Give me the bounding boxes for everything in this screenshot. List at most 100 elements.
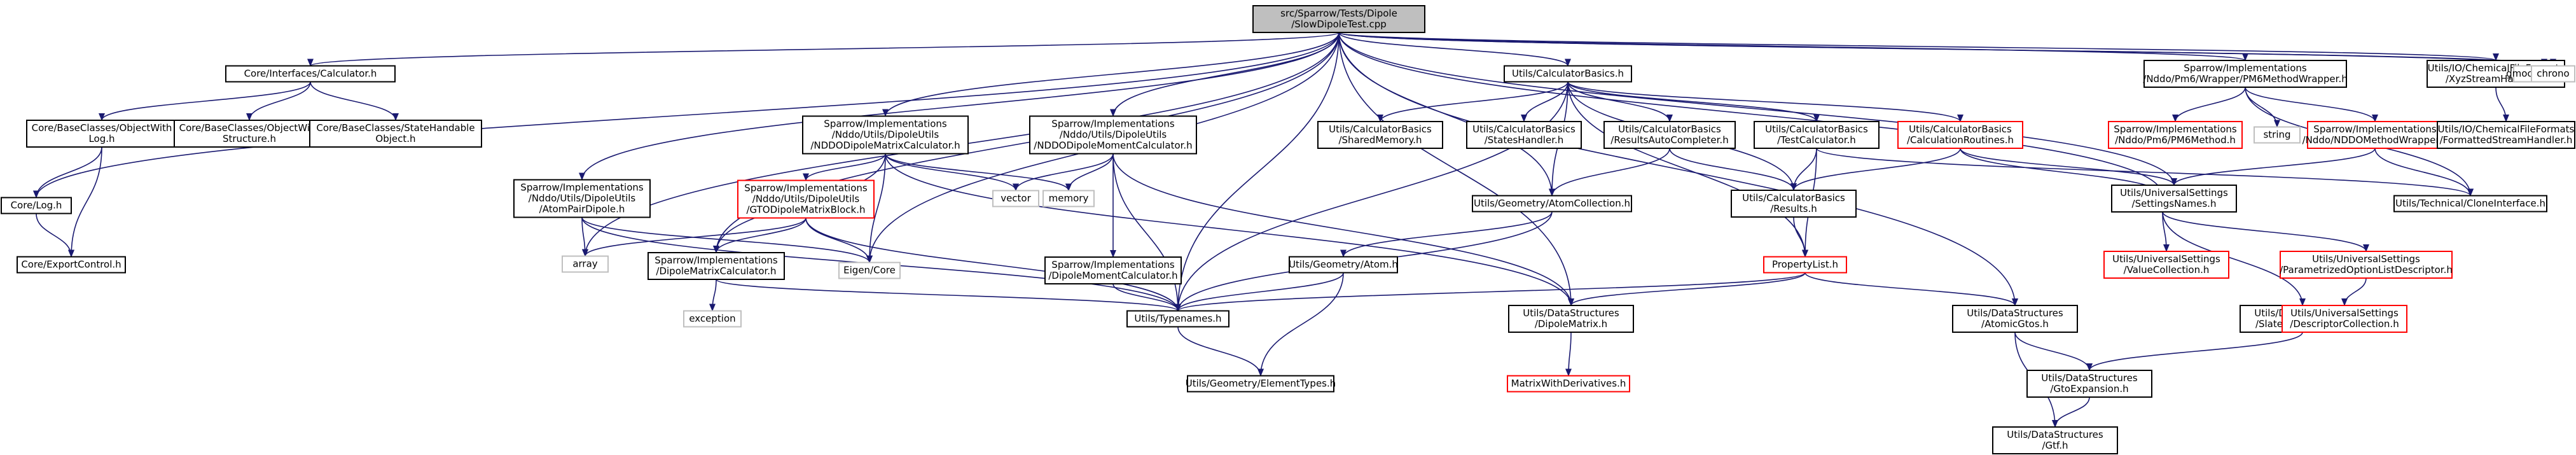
node-box [1507,375,1630,393]
node-exp[interactable]: Core/ExportControl.h [17,256,126,274]
node-label-line: /Nddo/Utils/DipoleUtils [832,129,939,141]
node-label-line: /ValueCollection.h [2124,264,2210,276]
node-typen[interactable]: Utils/Typenames.h [1126,310,1229,328]
node-cb[interactable]: Utils/CalculatorBasics.h [1504,65,1632,83]
node-label-line: memory [1049,193,1089,204]
node-tc[interactable]: Utils/CalculatorBasics/TestCalculator.h [1754,121,1880,149]
edge-cb-to-pl [1567,81,1808,258]
node-layer: src/Sparrow/Tests/Dipole/SlowDipoleTest.… [1,5,2576,454]
node-pm6m[interactable]: Sparrow/Implementations/Nddo/Pm6/PM6Meth… [2108,121,2243,149]
node-nddomc[interactable]: Sparrow/Implementations/Nddo/Utils/Dipol… [802,115,969,155]
node-label-line: MatrixWithDerivatives.h [1511,378,1626,389]
edge-calc-to-ows [246,81,311,121]
node-label-line: /AtomPairDipole.h [539,204,625,215]
edge-cb-to-cr [1567,81,1963,122]
node-calc[interactable]: Core/Interfaces/Calculator.h [225,65,396,83]
node-label-line: Core/BaseClasses/StateHandable [316,122,474,134]
node-box [2307,121,2443,149]
node-vc[interactable]: Utils/UniversalSettings/ValueCollection.… [2103,251,2229,279]
node-label-line: Sparrow/Implementations [824,118,947,130]
node-label-line: /Gtf.h [2042,440,2068,451]
node-label-line: /DescriptorCollection.h [2290,318,2399,330]
node-label-line: /Nddo/Pm6/Wrapper/PM6MethodWrapper.h [2143,73,2347,85]
node-gtf[interactable]: Utils/DataStructures/Gtf.h [1992,426,2118,454]
edge-nddomc-to-vector [885,153,1019,192]
node-label-line: Sparrow/Implementations [2313,123,2437,135]
node-box [1289,256,1398,274]
node-box [1466,121,1582,149]
edge-pm6w-to-nddow [2245,87,2378,122]
node-dmc[interactable]: Sparrow/Implementations/DipoleMatrixCalc… [647,252,785,280]
node-ge[interactable]: Utils/DataStructures/GtoExpansion.h [2026,370,2152,398]
node-box [1472,195,1632,213]
edge-dmc-to-typen [716,279,1181,312]
edge-root-to-ag [1338,32,2018,306]
node-gto[interactable]: Sparrow/Implementations/Nddo/Utils/Dipol… [737,179,875,219]
node-box [1603,121,1736,149]
node-pm6w[interactable]: Sparrow/Implementations/Nddo/Pm6/Wrapper… [2143,60,2348,88]
node-box [2393,195,2547,213]
node-atom[interactable]: Utils/Geometry/Atom.h [1289,256,1398,274]
node-label-line: /NDDODipoleMomentCalculator.h [1034,140,1192,151]
node-label-line: vector [1001,193,1031,204]
node-label-line: Utils/CalculatorBasics [1329,123,1432,135]
node-nddomom[interactable]: Sparrow/Implementations/Nddo/Utils/Dipol… [1029,115,1197,155]
node-ag[interactable]: Utils/DataStructures/AtomicGtos.h [1952,305,2078,333]
node-label-line: /SharedMemory.h [1338,134,1422,146]
edge-gto-to-dmc [713,218,807,253]
node-label-line: /ResultsAutoCompleter.h [1610,134,1728,146]
node-box [2108,121,2243,149]
node-elem[interactable]: Utils/Geometry/ElementTypes.h [1186,375,1336,393]
edge-tc-to-clone [1816,148,2474,197]
node-box [1952,305,2078,333]
node-label-line: Sparrow/Implementations [654,255,778,266]
edge-cr-to-res [1790,148,1961,191]
node-log[interactable]: Core/Log.h [1,197,72,214]
edge-pl-to-typen [1175,272,1806,312]
node-mwd[interactable]: MatrixWithDerivatives.h [1507,375,1630,393]
node-dc[interactable]: Utils/UniversalSettings/DescriptorCollec… [2282,305,2407,333]
edge-nddomom-to-dm [1112,153,1574,306]
node-root[interactable]: src/Sparrow/Tests/Dipole/SlowDipoleTest.… [1252,5,1425,33]
node-dmomc[interactable]: Sparrow/Implementations/DipoleMomentCalc… [1044,256,1182,284]
node-clone[interactable]: Utils/Technical/CloneInterface.h [2393,195,2547,213]
node-rac[interactable]: Utils/CalculatorBasics/ResultsAutoComple… [1603,121,1736,149]
node-box [1029,115,1197,155]
edge-settings-to-stg [2162,211,2306,306]
edge-log-to-exp [36,213,74,258]
node-memory: memory [1042,190,1095,207]
node-cr[interactable]: Utils/CalculatorBasics/CalculationRoutin… [1897,121,2023,149]
edge-root-to-xyz [1338,32,2499,61]
node-box [17,256,126,274]
node-box [683,310,742,328]
node-box [992,190,1039,207]
node-label-line: Utils/Geometry/AtomCollection.h [1474,198,1630,209]
node-nddow[interactable]: Sparrow/Implementations/Nddo/NDDOMethodW… [2302,121,2448,149]
node-shm[interactable]: Utils/CalculatorBasics/SharedMemory.h [1317,121,1443,149]
edge-owl-to-exp [68,146,102,258]
node-string: string [2254,126,2301,144]
node-label-line: Utils/UniversalSettings [2312,253,2420,265]
node-label-line: Utils/DataStructures [1523,307,1619,319]
node-apd[interactable]: Sparrow/Implementations/Nddo/Utils/Dipol… [513,179,651,218]
node-box [1,197,72,214]
node-dm[interactable]: Utils/DataStructures/DipoleMatrix.h [1508,305,1634,333]
node-label-line: /Results.h [1770,203,1817,214]
edge-calc-to-sho [310,81,399,121]
edge-nddomom-to-typen [1112,153,1181,312]
edge-pl-to-ag [1804,272,2018,306]
edge-root-to-chrono [1338,32,2556,67]
node-fsh[interactable]: Utils/IO/ChemicalFileFormats/FormattedSt… [2437,121,2575,149]
edge-nddomom-to-vector [1013,153,1114,192]
node-res[interactable]: Utils/CalculatorBasics/Results.h [1731,190,1857,218]
node-atomcoll[interactable]: Utils/Geometry/AtomCollection.h [1472,195,1632,213]
node-sn[interactable]: Utils/UniversalSettings/SettingsNames.h [2111,185,2237,213]
node-sth[interactable]: Utils/CalculatorBasics/StatesHandler.h [1466,121,1582,149]
edge-cb-to-shm [1377,81,1568,122]
node-podd[interactable]: Utils/UniversalSettings/ParametrizedOpti… [2280,251,2453,279]
node-pl[interactable]: PropertyList.h [1763,256,1847,274]
node-label-line: Core/BaseClasses/ObjectWith [32,122,172,134]
